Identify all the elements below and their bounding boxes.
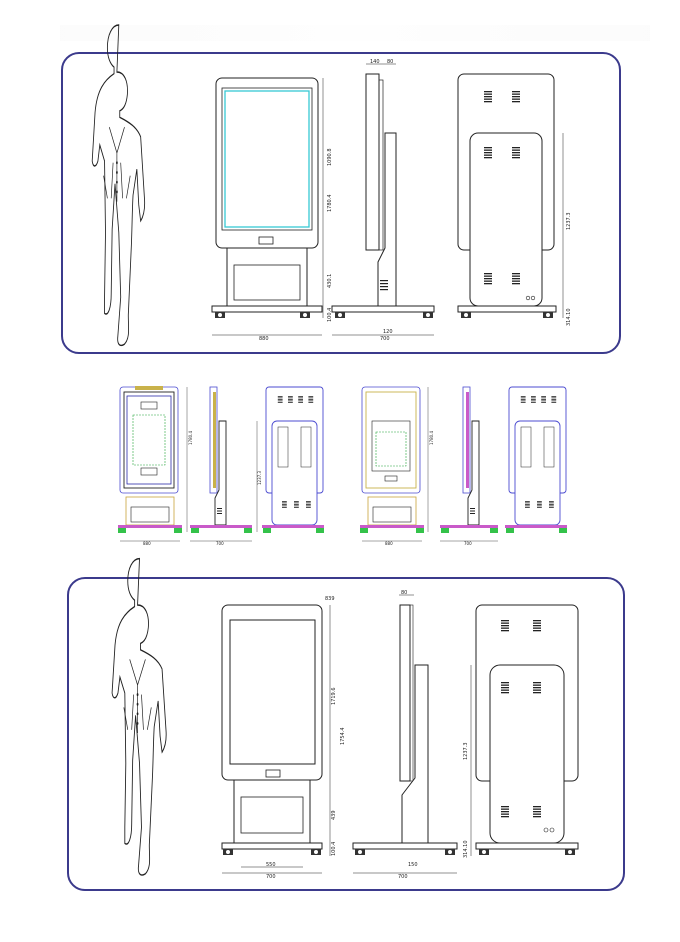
top-front-view — [211, 77, 324, 336]
top-front-dim-total-height: 1780.4 — [327, 195, 333, 213]
mid-right-front-dim-width: 880 — [385, 541, 393, 546]
mid-right-front-dim-height: 1780.4 — [429, 431, 434, 445]
bottom-back-dim-panel-height: 1237.3 — [463, 743, 469, 761]
middle-right-front-view — [360, 386, 429, 542]
bottom-side-view — [352, 594, 458, 874]
middle-left-side-view — [190, 386, 252, 542]
top-front-dim-caster: 100.4 — [327, 308, 333, 322]
bottom-front-dim-screen-height: 1719.6 — [331, 688, 337, 706]
top-side-dim-post: 120 — [383, 329, 393, 335]
bottom-front-dim-inner-width: 550 — [266, 862, 276, 868]
middle-left-front-view — [118, 386, 188, 533]
bottom-side-dim-depth: 80 — [401, 590, 407, 596]
bottom-back-dim-caster: 314.10 — [463, 841, 469, 859]
top-side-dim-depth: 140 — [370, 59, 380, 65]
bottom-front-view — [221, 604, 331, 874]
top-back-dim-panel-height: 1237.3 — [566, 213, 572, 231]
bottom-front-dim-top-margin: 839 — [325, 596, 335, 602]
top-side-dim-foot-depth: 700 — [380, 336, 390, 342]
bottom-back-view — [470, 604, 579, 856]
mid-left-side-dim-width: 700 — [216, 541, 224, 546]
top-back-view — [457, 73, 564, 318]
bottom-side-dim-foot-depth: 700 — [398, 874, 408, 880]
top-back-dim-caster: 314.10 — [566, 309, 572, 327]
top-side-view — [331, 63, 435, 336]
bottom-front-dim-base-width: 700 — [266, 874, 276, 880]
faded-header-strip — [60, 25, 650, 41]
bottom-side-dim-post: 150 — [408, 862, 418, 868]
middle-right-side-view — [440, 386, 498, 542]
middle-left-back-view — [256, 386, 324, 533]
top-front-dim-base-height: 430.1 — [327, 274, 333, 288]
bottom-person-figure — [111, 557, 167, 876]
top-person-figure — [91, 24, 146, 347]
bottom-front-dim-caster: 100.4 — [331, 842, 337, 856]
mid-right-side-dim-width: 700 — [464, 541, 472, 546]
mid-left-side-dim-height: 1237.3 — [257, 471, 262, 485]
mid-left-front-dim-width: 880 — [143, 541, 151, 546]
top-front-dim-screen-height: 1090.8 — [327, 149, 333, 167]
top-front-dim-base-width: 880 — [259, 336, 269, 342]
top-side-dim-top-offset: 80 — [387, 59, 393, 65]
mid-left-front-dim-height: 1780.4 — [188, 431, 193, 445]
bottom-front-dim-total-height: 1754.4 — [340, 728, 346, 746]
middle-right-back-view — [505, 386, 567, 533]
bottom-front-dim-base-height: 439 — [331, 810, 337, 820]
